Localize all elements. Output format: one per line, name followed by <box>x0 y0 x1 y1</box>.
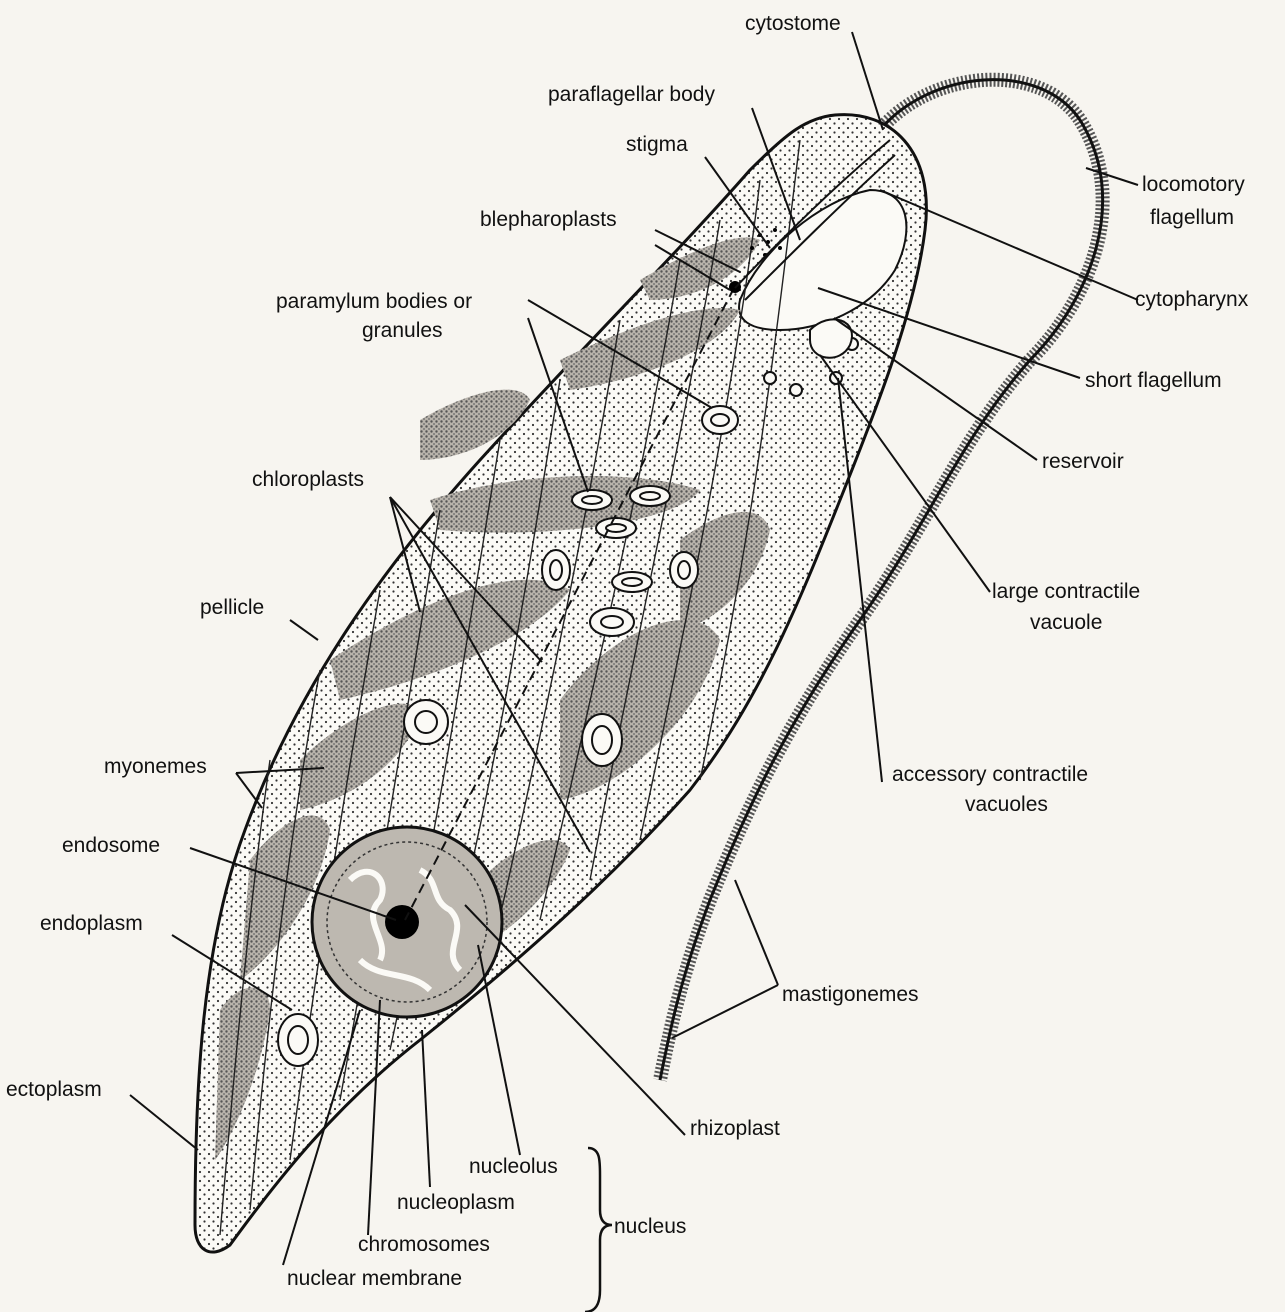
label-paraflagellar-body: paraflagellar body <box>548 83 715 106</box>
label-nucleolus: nucleolus <box>469 1155 558 1178</box>
label-accessory-cv-2: vacuoles <box>965 793 1048 816</box>
label-large-cv-1: large contractile <box>992 580 1140 603</box>
label-ectoplasm: ectoplasm <box>6 1078 102 1101</box>
label-reservoir: reservoir <box>1042 450 1124 473</box>
label-locomotory-1: locomotory <box>1142 173 1245 196</box>
label-endosome: endosome <box>62 834 160 857</box>
nucleus-brace <box>585 1148 612 1312</box>
label-pellicle: pellicle <box>200 596 264 619</box>
label-rhizoplast: rhizoplast <box>690 1117 780 1140</box>
label-nucleoplasm: nucleoplasm <box>397 1191 515 1214</box>
label-locomotory-2: flagellum <box>1150 206 1234 229</box>
label-stigma: stigma <box>626 133 688 156</box>
nucleus-shape <box>312 827 502 1017</box>
label-short-flagellum: short flagellum <box>1085 369 1222 392</box>
label-cytostome: cytostome <box>745 12 841 35</box>
label-cytopharynx: cytopharynx <box>1135 288 1249 311</box>
label-nuclear-membrane: nuclear membrane <box>287 1267 462 1290</box>
label-mastigonemes: mastigonemes <box>782 983 919 1006</box>
label-endoplasm: endoplasm <box>40 912 143 935</box>
label-paramylum-1: paramylum bodies or <box>276 290 472 313</box>
endosome-shape <box>385 905 419 939</box>
label-accessory-cv-1: accessory contractile <box>892 763 1088 786</box>
label-blepharoplasts: blepharoplasts <box>480 208 617 231</box>
label-large-cv-2: vacuole <box>1030 611 1102 634</box>
label-chloroplasts: chloroplasts <box>252 468 364 491</box>
label-myonemes: myonemes <box>104 755 207 778</box>
label-chromosomes: chromosomes <box>358 1233 490 1256</box>
label-nucleus: nucleus <box>614 1215 686 1238</box>
label-paramylum-2: granules <box>362 319 443 342</box>
